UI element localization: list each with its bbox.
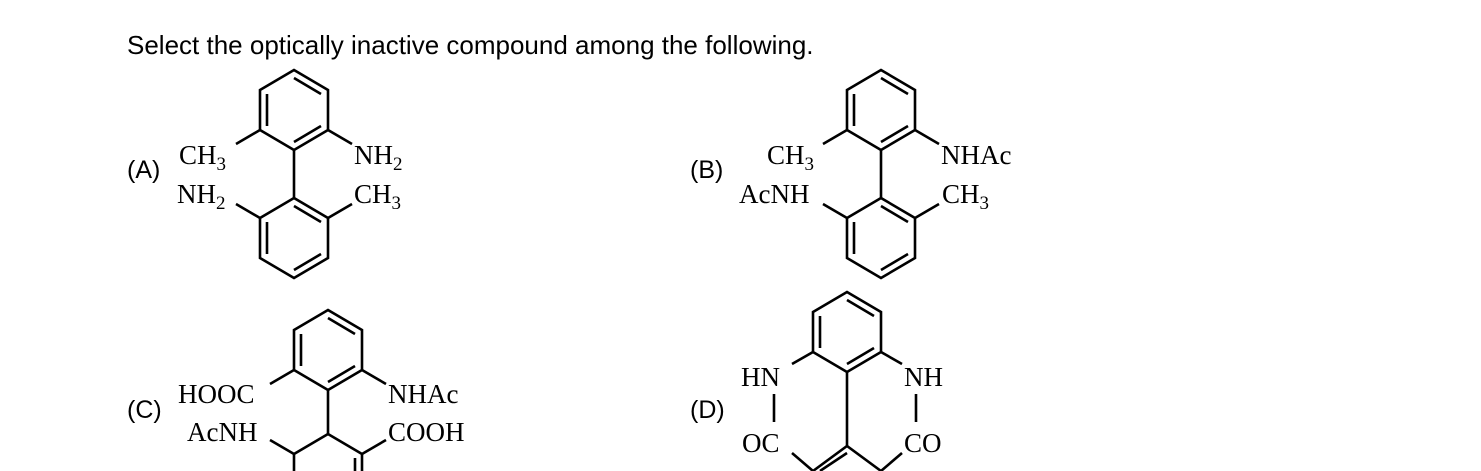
substituent-bond <box>822 128 848 146</box>
group-upper-left: CH3 <box>767 140 814 175</box>
lower-ring <box>258 196 330 280</box>
upper-ring <box>292 308 364 392</box>
group-lower-left: OC <box>742 428 780 458</box>
nh-bond <box>880 350 903 366</box>
option-d-structure: HN NH OC CO <box>741 290 943 471</box>
option-a-structure: CH3 NH2 NH2 CH3 <box>177 68 403 280</box>
substituent-bond <box>361 368 387 386</box>
group-upper-right: NH <box>904 362 943 392</box>
group-upper-left: HOOC <box>178 379 255 409</box>
option-c-label[interactable]: (C) <box>127 396 162 424</box>
option-a-label[interactable]: (A) <box>127 156 161 184</box>
group-upper-left: HN <box>741 362 780 392</box>
group-lower-right: CH3 <box>354 179 401 214</box>
group-lower-left: NH2 <box>177 179 226 214</box>
option-d-label[interactable]: (D) <box>690 396 725 424</box>
substituent-bond <box>269 438 295 456</box>
substituent-bond <box>914 128 940 146</box>
group-lower-left: AcNH <box>739 179 809 209</box>
question-text: Select the optically inactive compound a… <box>127 30 814 60</box>
upper-ring <box>258 68 330 152</box>
lower-ring <box>845 196 917 280</box>
double-bond <box>293 252 322 272</box>
upper-ring <box>845 68 917 152</box>
group-lower-right: CO <box>904 428 942 458</box>
option-b-label[interactable]: (B) <box>690 156 724 184</box>
group-upper-right: NHAc <box>941 140 1011 170</box>
group-upper-left: CH3 <box>179 140 226 175</box>
double-bond <box>819 451 848 471</box>
double-bond <box>293 204 322 224</box>
double-bond <box>846 298 875 318</box>
upper-ring <box>811 290 883 374</box>
double-bond <box>880 204 909 224</box>
double-bond <box>293 124 322 144</box>
co-bond <box>791 452 814 471</box>
substituent-bond <box>327 128 353 146</box>
double-bond <box>880 76 909 96</box>
double-bond <box>880 124 909 144</box>
substituent-bond <box>235 202 261 220</box>
lower-ring <box>292 432 364 471</box>
double-bond <box>293 76 322 96</box>
group-lower-left: AcNH <box>187 417 257 447</box>
substituent-bond <box>361 438 387 456</box>
substituent-bond <box>235 128 261 146</box>
option-b-structure: CH3 NHAc AcNH CH3 <box>739 68 1011 280</box>
group-upper-right: NHAc <box>388 379 458 409</box>
substituent-bond <box>822 202 848 220</box>
substituent-bond <box>914 202 940 220</box>
double-bond <box>327 364 356 384</box>
nh-bond <box>791 350 814 366</box>
group-upper-right: NH2 <box>354 140 403 175</box>
lower-ring <box>812 444 882 471</box>
group-lower-right: COOH <box>388 417 465 447</box>
group-lower-right: CH3 <box>942 179 989 214</box>
substituent-bond <box>269 368 295 386</box>
option-c-structure: HOOC NHAc AcNH COOH <box>178 308 465 471</box>
double-bond <box>327 316 356 336</box>
double-bond <box>880 252 909 272</box>
substituent-bond <box>327 202 353 220</box>
co-bond <box>880 452 903 471</box>
double-bond <box>846 346 875 366</box>
